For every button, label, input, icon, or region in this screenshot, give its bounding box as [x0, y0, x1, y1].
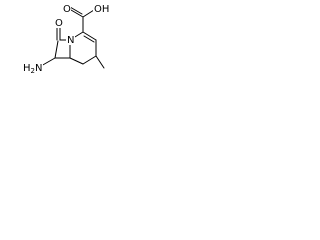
- bond-c2-c3-1: [82, 31, 97, 41]
- amine-subscript: 2: [31, 67, 35, 75]
- structure-diagram: OH O O N H2N: [22, 3, 109, 75]
- molecule-canvas: OH O O N H2N: [0, 0, 109, 90]
- amine-n: N: [35, 63, 42, 74]
- bond-cooh-oh: [82, 9, 95, 18]
- bond-cooh-o-1: [70, 9, 84, 18]
- hydroxyl-label: OH: [94, 4, 109, 15]
- bond-cooh-o-2: [69, 6, 83, 15]
- carboxyl-oxygen-label: O: [63, 4, 71, 15]
- lactam-oxygen-label: O: [55, 18, 63, 29]
- bond-c4-c5: [82, 55, 97, 65]
- bond-c2-c3-2: [83, 35, 95, 43]
- bond-c7-c8: [54, 40, 59, 59]
- ring-nitrogen-label: N: [67, 35, 74, 46]
- bond-c5-c6: [69, 57, 84, 65]
- amine-label: H2N: [23, 63, 42, 75]
- bond-c7-nh2: [40, 57, 56, 67]
- bond-c4-methyl: [95, 55, 105, 69]
- amine-h: H: [23, 63, 31, 74]
